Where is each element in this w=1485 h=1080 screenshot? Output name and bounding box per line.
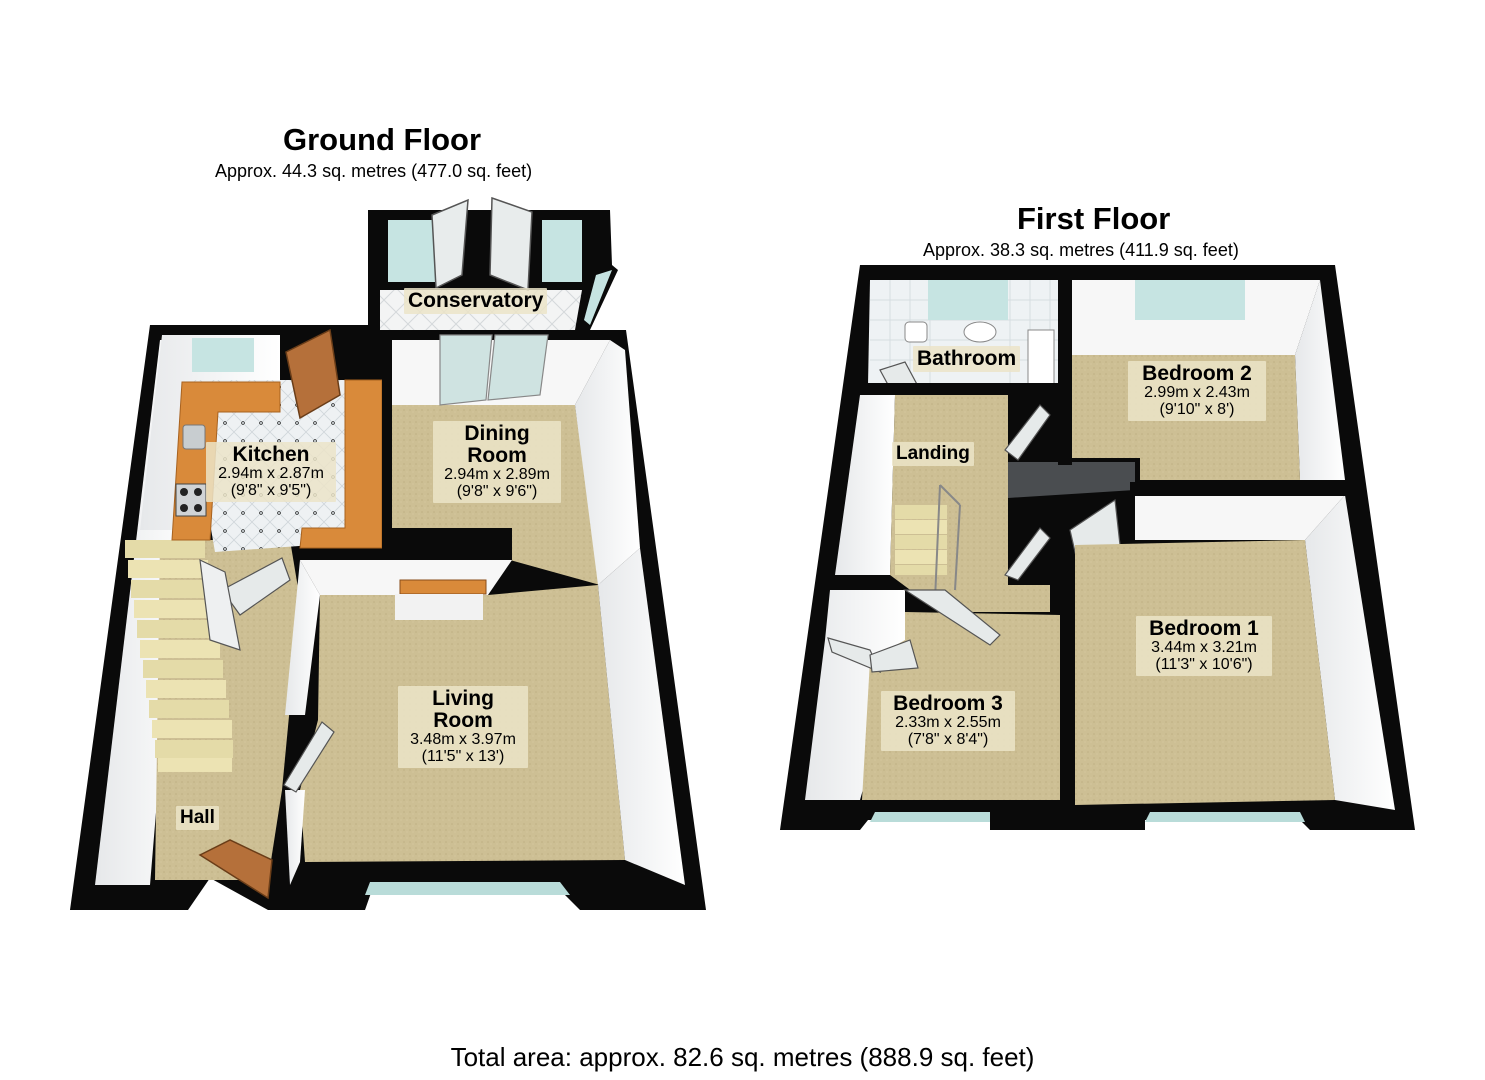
- ground-floor-area: Approx. 44.3 sq. metres (477.0 sq. feet): [215, 161, 533, 181]
- bedroom-1-side-wall: [1305, 495, 1395, 810]
- living-room-left-wall: [285, 560, 320, 715]
- internal-wall: [1060, 580, 1074, 815]
- room-dimensions-metric: 2.99m x 2.43m: [1144, 384, 1250, 402]
- room-name: Hall: [180, 807, 215, 828]
- living-room-front-wall: [285, 790, 305, 885]
- conservatory-side-window: [584, 270, 612, 325]
- cupboard-door: [1004, 527, 1051, 581]
- room-dimensions-imperial: (9'8" x 9'6"): [456, 482, 538, 500]
- room-name: Bedroom 1: [1149, 617, 1259, 640]
- room-name: Landing: [896, 443, 970, 464]
- conservatory-window: [542, 220, 582, 282]
- internal-wall: [1058, 275, 1072, 465]
- internal-wall: [382, 330, 512, 560]
- kitchen-window: [192, 338, 254, 372]
- landing-wall-surface: [835, 395, 895, 575]
- living-room-door: [283, 721, 335, 793]
- room-name: Bathroom: [917, 347, 1017, 370]
- bedroom-3-door: [902, 589, 1001, 646]
- fireplace-hearth: [395, 594, 483, 620]
- toilet-icon: [904, 321, 928, 343]
- bedroom-1-label: Bedroom 1 3.44m x 3.21m (11'3" x 10'6"): [1136, 616, 1272, 676]
- dining-room-side-wall: [575, 340, 640, 585]
- fireplace: [399, 579, 487, 595]
- room-dimensions-imperial: (9'8" x 9'5"): [230, 481, 312, 499]
- kitchen-back-door: [285, 328, 341, 420]
- internal-wall: [860, 383, 1060, 395]
- room-name-line2: Room: [467, 444, 527, 468]
- patio-door: [439, 334, 493, 406]
- kitchen-wall-surface: [140, 335, 280, 530]
- patio-door: [487, 334, 549, 401]
- total-area: Total area: approx. 82.6 sq. metres (888…: [450, 1042, 1035, 1072]
- room-dimensions-imperial: (11'5" x 13'): [421, 747, 505, 765]
- hall-kitchen-door: [221, 557, 291, 616]
- conservatory-window: [388, 220, 438, 282]
- bathroom-label: Bathroom: [913, 346, 1021, 373]
- first-floor-stairs: [895, 505, 947, 575]
- room-dimensions-imperial: (7'8" x 8'4"): [907, 730, 989, 748]
- hall-label: Hall: [176, 806, 219, 830]
- dining-room-label: Dining Room 2.94m x 2.89m (9'8" x 9'6"): [433, 421, 561, 503]
- airing-cupboard: [1008, 462, 1135, 498]
- first-floor-title: First Floor: [1017, 201, 1171, 236]
- landing-label: Landing: [892, 442, 974, 466]
- internal-wall: [1130, 482, 1350, 496]
- bath-icon: [1027, 329, 1055, 385]
- bedroom-3-wardrobe-door: [869, 639, 919, 673]
- ground-floor-stairs: [125, 540, 233, 772]
- room-name: Bedroom 2: [1142, 362, 1252, 385]
- room-name: Kitchen: [232, 443, 310, 466]
- conservatory-label: Conservatory: [404, 288, 548, 315]
- room-dimensions-metric: 2.33m x 2.55m: [895, 714, 1001, 732]
- landing-door: [1004, 404, 1051, 461]
- room-dimensions-metric: 2.94m x 2.89m: [444, 466, 550, 484]
- ground-floor-plan: [70, 196, 706, 910]
- room-name-line2: Room: [433, 709, 493, 733]
- hob-icon: [175, 483, 207, 517]
- bedroom-2-window: [1135, 280, 1245, 320]
- bedroom-3-label: Bedroom 3 2.33m x 2.55m (7'8" x 8'4"): [881, 691, 1015, 751]
- conservatory-door: [431, 198, 469, 290]
- room-name: Conservatory: [408, 289, 544, 312]
- kitchen-label: Kitchen 2.94m x 2.87m (9'8" x 9'5"): [206, 442, 336, 502]
- room-name-line1: Dining: [464, 422, 530, 445]
- living-room-right-wall: [598, 548, 685, 885]
- living-room-window: [365, 882, 570, 895]
- bedroom-2-label: Bedroom 2 2.99m x 2.43m (9'10" x 8'): [1128, 361, 1266, 421]
- first-floor-plan: [780, 265, 1415, 830]
- basin-icon: [963, 321, 997, 343]
- first-floor-area: Approx. 38.3 sq. metres (411.9 sq. feet): [923, 240, 1239, 260]
- room-dimensions-metric: 3.48m x 3.97m: [410, 731, 516, 749]
- room-dimensions-metric: 3.44m x 3.21m: [1151, 639, 1257, 657]
- ground-floor-title: Ground Floor: [283, 122, 482, 157]
- bedroom-3-window: [870, 812, 990, 822]
- sink-icon: [182, 424, 206, 450]
- living-room-label: Living Room 3.48m x 3.97m (11'5" x 13'): [398, 686, 528, 768]
- conservatory-door: [489, 196, 533, 292]
- banister: [934, 484, 961, 601]
- front-door: [198, 839, 273, 900]
- bedroom-3-wardrobe-door: [827, 637, 882, 674]
- understairs-cupboard: [199, 558, 241, 651]
- room-dimensions-imperial: (9'10" x 8'): [1159, 400, 1235, 418]
- room-name: Bedroom 3: [893, 692, 1003, 715]
- bathroom-window: [928, 280, 1008, 320]
- bedroom-2-side-wall: [1295, 280, 1345, 480]
- bedroom-1-wall-surface: [1135, 495, 1345, 540]
- room-dimensions-metric: 2.94m x 2.87m: [218, 465, 324, 483]
- bedroom-1-window: [1145, 812, 1305, 822]
- room-dimensions-imperial: (11'3" x 10'6"): [1155, 655, 1253, 673]
- room-name-line1: Living: [432, 687, 494, 710]
